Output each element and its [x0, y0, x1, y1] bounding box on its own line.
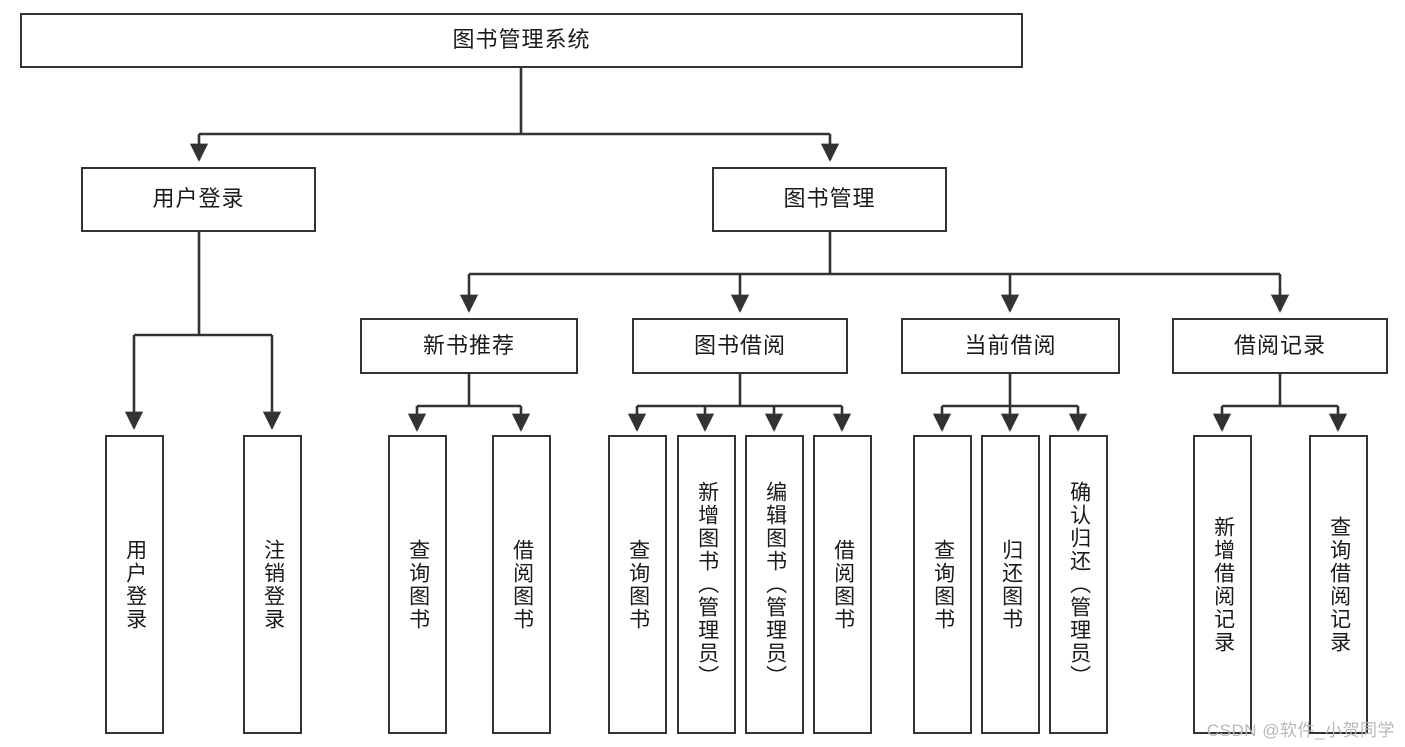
- node-label: 图书借阅: [693, 332, 786, 358]
- node-label: 注销登录: [261, 538, 285, 631]
- node-label: 图书管理系统: [452, 27, 591, 53]
- node-current-borrow[interactable]: 当前借阅: [901, 318, 1120, 374]
- leaf-user-login-login[interactable]: 用户登录: [105, 435, 164, 734]
- node-label: 用户登录: [152, 186, 245, 212]
- node-label: 确认归还（管理员）: [1067, 481, 1091, 688]
- node-label: 查询借阅记录: [1327, 515, 1351, 654]
- leaf-borrow-record-query[interactable]: 查询借阅记录: [1309, 435, 1368, 734]
- watermark: CSDN @软件_小贺同学: [1206, 721, 1395, 740]
- leaf-new-book-query[interactable]: 查询图书: [388, 435, 447, 734]
- leaf-user-login-logout[interactable]: 注销登录: [243, 435, 302, 734]
- node-label: 借阅图书: [510, 538, 534, 631]
- node-label: 查询图书: [406, 538, 430, 631]
- leaf-current-borrow-query[interactable]: 查询图书: [913, 435, 972, 734]
- node-book-management[interactable]: 图书管理: [712, 167, 947, 232]
- node-label: 用户登录: [123, 538, 147, 631]
- node-borrow-record[interactable]: 借阅记录: [1172, 318, 1388, 374]
- node-new-book-recommend[interactable]: 新书推荐: [360, 318, 578, 374]
- node-user-login[interactable]: 用户登录: [81, 167, 316, 232]
- leaf-borrow-record-add[interactable]: 新增借阅记录: [1193, 435, 1252, 734]
- leaf-book-borrow-add[interactable]: 新增图书（管理员）: [677, 435, 736, 734]
- node-label: 新书推荐: [422, 332, 515, 358]
- node-book-management-system[interactable]: 图书管理系统: [20, 13, 1023, 68]
- leaf-book-borrow-edit[interactable]: 编辑图书（管理员）: [745, 435, 804, 734]
- node-book-borrow[interactable]: 图书借阅: [632, 318, 848, 374]
- node-label: 归还图书: [999, 538, 1023, 631]
- node-label: 借阅记录: [1233, 332, 1326, 358]
- node-label: 新增图书（管理员）: [695, 481, 719, 688]
- node-label: 借阅图书: [831, 538, 855, 631]
- node-label: 新增借阅记录: [1211, 515, 1235, 654]
- leaf-book-borrow-borrow[interactable]: 借阅图书: [813, 435, 872, 734]
- node-label: 查询图书: [931, 538, 955, 631]
- node-label: 当前借阅: [964, 332, 1057, 358]
- leaf-current-borrow-confirm-return[interactable]: 确认归还（管理员）: [1049, 435, 1108, 734]
- leaf-new-book-borrow[interactable]: 借阅图书: [492, 435, 551, 734]
- leaf-book-borrow-query[interactable]: 查询图书: [608, 435, 667, 734]
- leaf-current-borrow-return[interactable]: 归还图书: [981, 435, 1040, 734]
- node-label: 图书管理: [783, 186, 876, 212]
- node-label: 查询图书: [626, 538, 650, 631]
- node-label: 编辑图书（管理员）: [763, 481, 787, 688]
